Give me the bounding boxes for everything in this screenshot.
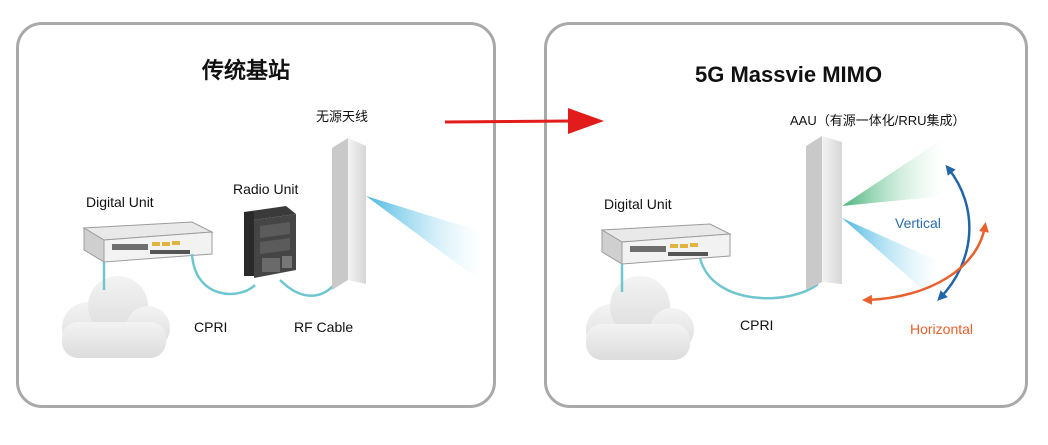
- left-title: 传统基站: [202, 58, 291, 83]
- transition-arrow: [444, 108, 604, 134]
- passive-antenna-label: 无源天线: [316, 109, 369, 124]
- horizontal-arrow-icon: [862, 222, 989, 305]
- aau-antenna: [806, 136, 842, 290]
- horizontal-label: Horizontal: [910, 321, 974, 337]
- rf-cable-label: RF Cable: [294, 319, 354, 335]
- cpri-cable-left: [190, 253, 256, 296]
- cpri-label: CPRI: [740, 317, 774, 333]
- digital-unit-label: Digital Unit: [604, 196, 672, 212]
- aau-label: AAU（有源一体化/RRU集成）: [790, 113, 966, 128]
- network-cloud-icon: [62, 276, 170, 358]
- digital-unit-rack: [600, 223, 732, 265]
- digital-unit-label: Digital Unit: [86, 194, 154, 210]
- cpri-label: CPRI: [194, 319, 228, 335]
- right-title: 5G Massvie MIMO: [695, 62, 883, 87]
- network-cloud-icon: [586, 276, 694, 360]
- radio-unit-device: [244, 206, 296, 278]
- vertical-label: Vertical: [895, 215, 941, 231]
- cpri-cable-right: [698, 257, 819, 300]
- rf-cable: [279, 279, 335, 297]
- passive-antenna: [332, 138, 366, 290]
- radio-unit-label: Radio Unit: [233, 181, 299, 197]
- antenna-beam-left: [366, 196, 482, 282]
- beam-green: [842, 138, 944, 206]
